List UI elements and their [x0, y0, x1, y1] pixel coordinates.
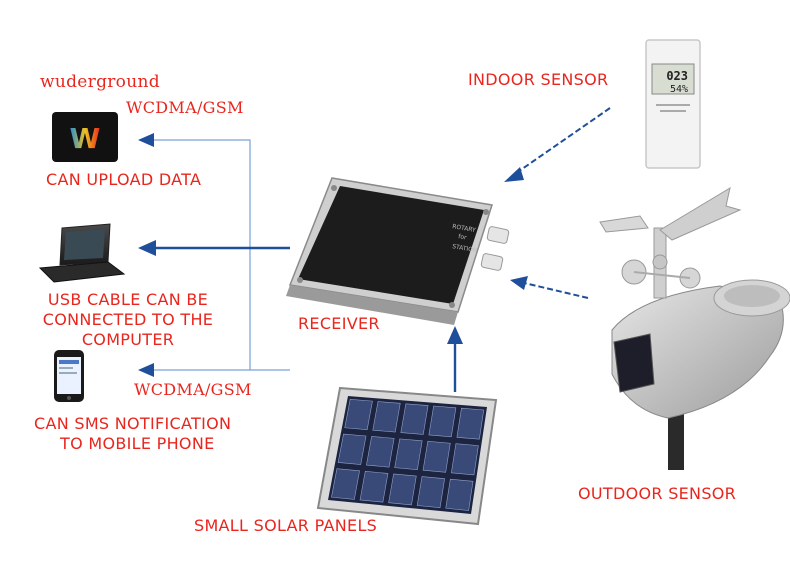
indoor-sensor-device: 023 54% [645, 39, 701, 169]
solar-cell [456, 407, 485, 440]
arrow-from-indoor [504, 167, 524, 182]
receiver-label-line3: STATION [452, 243, 478, 254]
outdoor-to-receiver-line [519, 281, 589, 299]
solar-cell [394, 438, 423, 471]
uplink-line [152, 139, 290, 371]
wunderground-logo: W [52, 112, 118, 162]
arrow-to-laptop [138, 240, 156, 256]
solar-cell [388, 473, 417, 506]
wunderground-label: wuderground [40, 72, 160, 92]
wcdma-gsm-top-label: WCDMA/GSM [126, 98, 244, 117]
can-upload-data-label: CAN UPLOAD DATA [46, 170, 202, 189]
outdoor-sensor-label: OUTDOOR SENSOR [578, 484, 737, 503]
receiver-label: RECEIVER [298, 314, 380, 333]
sms-notification-label-line1: CAN SMS NOTIFICATION [34, 414, 232, 433]
solar-cell [366, 436, 395, 468]
outdoor-sensor-device [599, 186, 790, 470]
connection-lines [152, 107, 611, 392]
solar-cells [331, 399, 485, 511]
solar-cell [450, 443, 479, 476]
solar-cell [400, 403, 429, 435]
solar-cell [359, 471, 389, 503]
arrow-to-phone [138, 363, 154, 377]
solar-cell [416, 476, 446, 509]
usb-cable-label-line2: CONNECTED TO THE [42, 310, 214, 329]
indoor-display-bottom: 54% [670, 84, 688, 95]
solar-cell [428, 405, 457, 438]
solar-cell [445, 478, 474, 511]
solar-cell [331, 468, 360, 500]
mobile-phone [54, 350, 84, 402]
wcdma-gsm-bottom-label: WCDMA/GSM [134, 380, 252, 399]
small-solar-panels-label: SMALL SOLAR PANELS [194, 516, 378, 535]
solar-cell [344, 399, 373, 431]
solar-panel-device [316, 386, 498, 526]
sms-notification-label-line2: TO MOBILE PHONE [60, 434, 215, 453]
solar-cell [422, 440, 451, 473]
arrow-to-upload [138, 133, 154, 147]
usb-cable-label-line1: USB CABLE CAN BE [47, 290, 209, 309]
solar-cell [372, 401, 401, 433]
receiver-label-line2: for [458, 233, 468, 241]
laptop-computer [38, 223, 126, 283]
arrow-from-outdoor [510, 276, 528, 290]
logo-text: W [70, 122, 101, 155]
indoor-to-receiver-line [511, 107, 611, 177]
indoor-display-top: 023 [666, 69, 688, 83]
arrow-to-receiver-bottom [447, 326, 463, 344]
receiver-label-line1: ROTARY [452, 223, 477, 234]
indoor-sensor-label: INDOOR SENSOR [468, 70, 609, 89]
usb-cable-label-line3: COMPUTER [81, 330, 175, 349]
solar-cell [337, 433, 367, 465]
arrowheads [138, 133, 528, 377]
receiver-box: ROTARY for STATION [286, 177, 510, 325]
